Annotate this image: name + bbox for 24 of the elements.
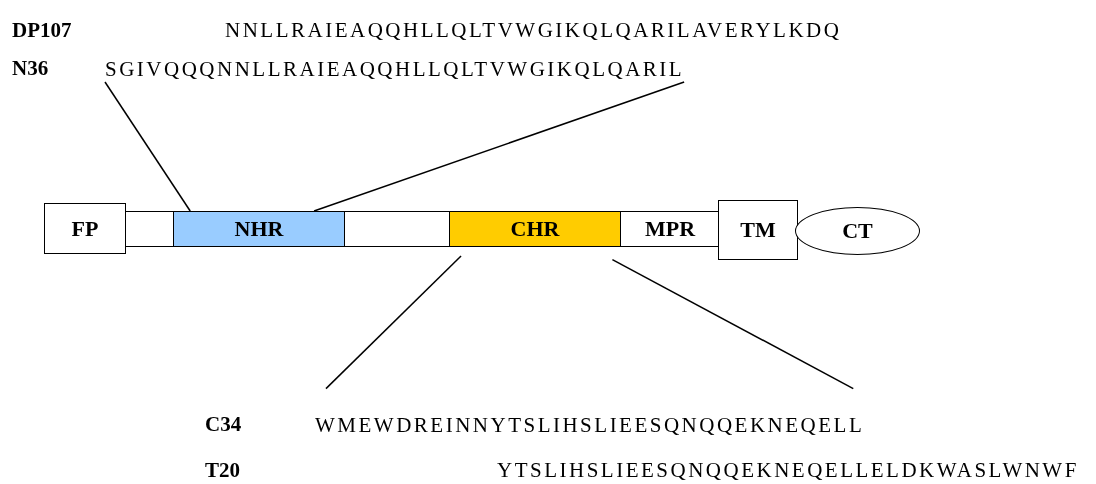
peptide-name: C34	[205, 412, 242, 437]
protein-bar	[125, 211, 719, 247]
domain-label: CT	[842, 218, 873, 244]
sequence-text: SGIVQQQNNLLRAIEAQQHLLQLTVWGIKQLQARIL	[105, 56, 685, 82]
sequence-text: NNLLRAIEAQQHLLQLTVWGIKQLQARILAVERYLKDQ	[225, 18, 842, 43]
domain-label: CHR	[510, 216, 560, 242]
leader-line	[611, 258, 855, 390]
peptide-name: T20	[205, 458, 240, 483]
domain-label: NHR	[234, 216, 284, 242]
domain-label: MPR	[644, 216, 696, 242]
domain-box	[718, 200, 798, 260]
sequence-text: YTSLIHSLIEESQNQQEKNEQELLELDKWASLWNWF	[497, 458, 1079, 483]
leader-line	[104, 81, 191, 212]
peptide-name: N36	[12, 56, 49, 81]
leader-line	[313, 81, 685, 212]
domain-box	[44, 203, 126, 254]
domain-label: FP	[71, 215, 99, 242]
leader-line	[325, 255, 462, 390]
sequence-text: WMEWDREINNYTSLIHSLIEESQNQQEKNEQELL	[315, 412, 865, 438]
peptide-name: DP107	[12, 18, 72, 43]
chr-region	[449, 211, 621, 247]
nhr-region	[173, 211, 345, 247]
domain-label: TM	[740, 217, 776, 243]
domain-ellipse	[795, 207, 920, 255]
